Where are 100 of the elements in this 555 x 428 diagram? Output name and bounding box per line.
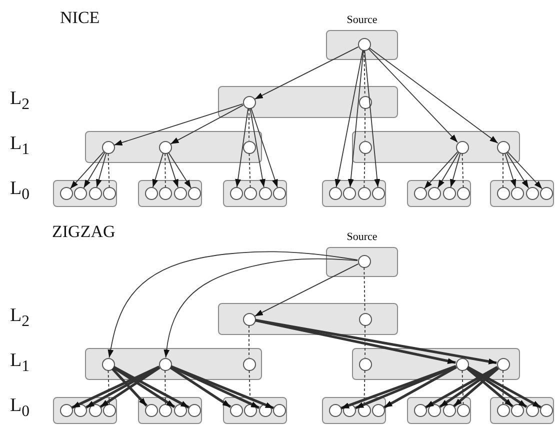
arrow — [364, 50, 380, 188]
arrow — [114, 104, 244, 146]
arrow — [507, 151, 542, 190]
node-circle — [144, 187, 158, 200]
node-circle — [496, 187, 510, 200]
cluster-box — [223, 180, 287, 207]
arrow — [506, 152, 529, 188]
node-label: Source — [346, 231, 378, 243]
node-circle — [242, 358, 256, 370]
arrow — [450, 152, 461, 188]
arrow — [170, 366, 260, 409]
dashed-line — [502, 153, 504, 188]
arrow — [466, 366, 528, 408]
node-circle — [188, 404, 201, 417]
node-circle — [60, 404, 72, 417]
panel-title: NICE — [60, 8, 100, 28]
node-circle — [158, 358, 172, 370]
node-circle — [159, 187, 172, 200]
node-circle — [457, 404, 470, 417]
arrow — [334, 50, 364, 188]
dashed-line — [248, 325, 250, 358]
dashed-line — [108, 153, 110, 188]
node-circle — [358, 358, 372, 370]
arrow — [439, 366, 498, 408]
arrow — [504, 152, 516, 188]
arrow — [96, 152, 107, 188]
node-circle — [428, 187, 441, 200]
layer-label: L$_{2}$ — [10, 305, 30, 331]
node-circle — [102, 140, 114, 154]
arrow — [384, 366, 457, 408]
arrow — [368, 47, 498, 144]
node-circle — [496, 404, 510, 417]
node-circle — [358, 38, 370, 50]
dashed-line — [248, 153, 251, 188]
node-circle — [414, 187, 426, 200]
arrow — [170, 104, 244, 144]
arrow — [71, 366, 160, 409]
node-circle — [540, 404, 553, 417]
dashed-line — [164, 370, 166, 404]
arrow — [235, 108, 249, 188]
node-circle — [442, 187, 456, 200]
dashed-line — [364, 325, 366, 358]
cluster-box — [138, 397, 202, 424]
arrow — [453, 367, 499, 408]
arrow — [112, 366, 176, 408]
node-circle — [159, 404, 172, 417]
cluster-box — [407, 397, 471, 424]
layer-band — [85, 348, 262, 380]
node-circle — [343, 187, 356, 200]
node-circle — [540, 187, 553, 200]
node-circle — [103, 404, 116, 417]
cluster-box — [322, 180, 386, 207]
dashed-line — [462, 370, 464, 404]
layer-band — [85, 131, 262, 163]
arrow — [113, 366, 190, 409]
cluster-box — [138, 180, 202, 207]
arrow — [348, 50, 364, 188]
node-circle — [358, 254, 370, 268]
dashed-line — [364, 267, 366, 313]
arrow — [168, 152, 192, 188]
arrow — [250, 108, 266, 188]
node-circle — [60, 187, 72, 200]
layer-label: L$_{1}$ — [10, 133, 30, 159]
node-circle — [88, 187, 102, 200]
node-circle — [496, 140, 510, 154]
arrow — [111, 368, 148, 407]
arrow — [70, 151, 104, 190]
node-circle — [328, 404, 342, 417]
node-circle — [258, 187, 272, 200]
node-circle — [188, 187, 201, 200]
node-circle — [442, 404, 456, 417]
node-circle — [511, 187, 524, 200]
layer-band — [352, 131, 520, 163]
arrow — [164, 258, 358, 358]
arrow — [368, 48, 458, 143]
node-circle — [174, 187, 186, 200]
dashed-line — [248, 108, 250, 141]
node-circle — [456, 140, 468, 154]
node-circle — [242, 312, 256, 326]
node-circle — [273, 187, 286, 200]
layer-band — [218, 303, 398, 335]
arrow — [108, 251, 358, 358]
layer-label: L$_{2}$ — [10, 88, 30, 114]
cluster-box — [407, 180, 471, 207]
cluster-box — [490, 180, 554, 207]
node-circle — [511, 404, 524, 417]
node-circle — [144, 404, 158, 417]
dashed-line — [364, 153, 366, 188]
layer-label: L$_{1}$ — [10, 350, 30, 376]
arrow — [250, 108, 278, 188]
panel-title: ZIGZAG — [52, 222, 116, 242]
node-circle — [496, 358, 510, 370]
dashed-line — [502, 370, 504, 404]
node-circle — [328, 187, 342, 200]
arrow — [254, 263, 359, 317]
dashed-line — [164, 153, 166, 188]
node-circle — [158, 140, 172, 154]
node-label: Source — [346, 14, 378, 26]
arrow — [170, 365, 274, 410]
arrow — [467, 366, 542, 408]
